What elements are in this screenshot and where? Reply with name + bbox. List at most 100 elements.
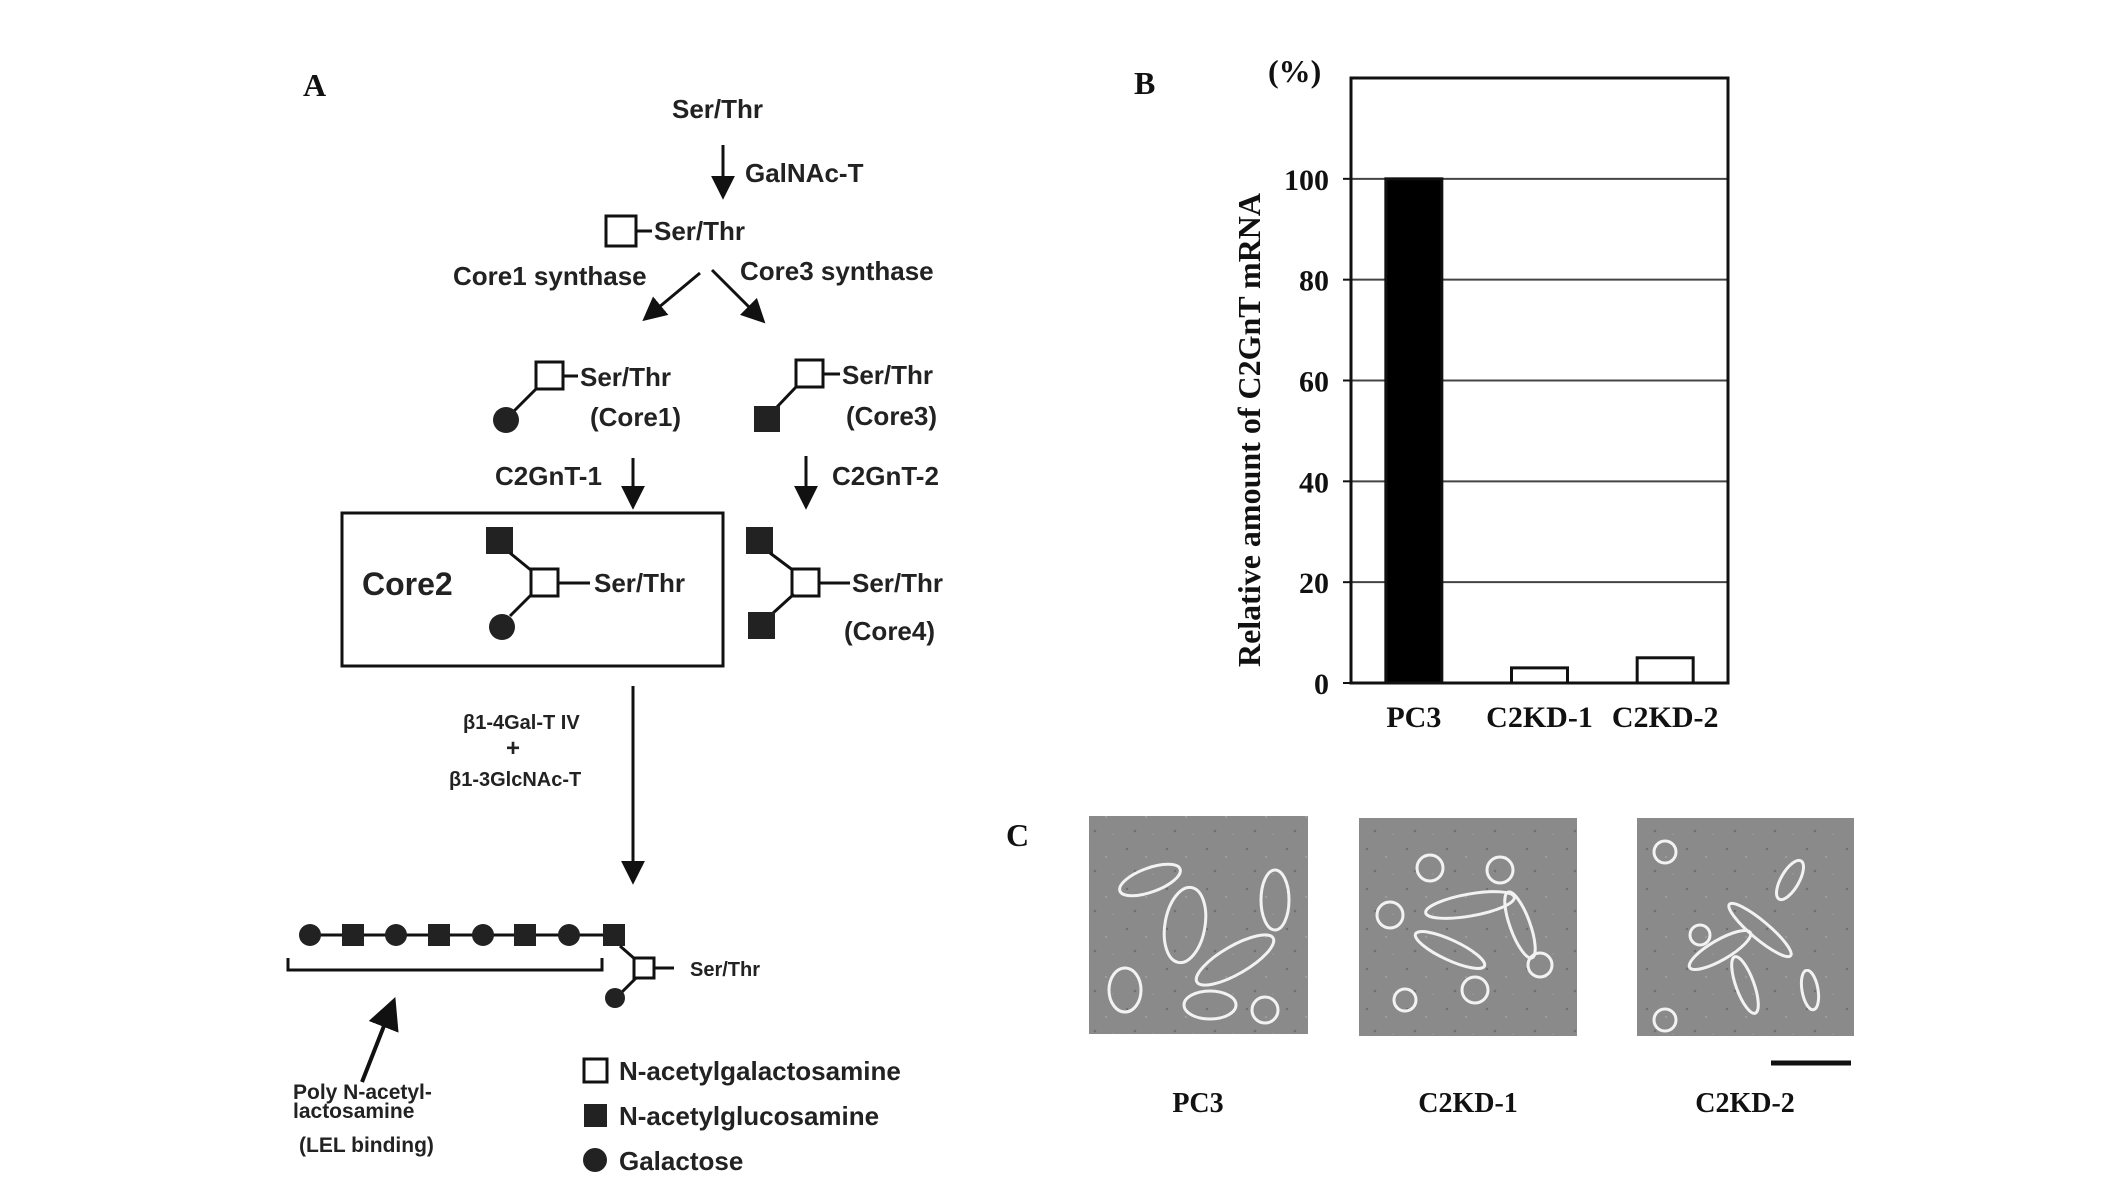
core3-glcnac-linkage	[774, 385, 798, 410]
y-tick-label: 60	[1299, 366, 1329, 399]
core3-name-label: (Core3)	[846, 401, 937, 431]
x-category-label-c2kd-1: C2KD-1	[1486, 701, 1593, 734]
legend-galactose-label: Galactose	[619, 1146, 743, 1176]
c2gnt1-label: C2GnT-1	[495, 461, 602, 491]
y-tick-label: 20	[1299, 567, 1329, 600]
core4-bottom-glcnac-square	[748, 612, 775, 639]
legend-galnac-symbol	[582, 1057, 609, 1084]
y-tick-label: 80	[1299, 265, 1329, 298]
chain-glcnac-1	[342, 924, 364, 946]
core1-gal-linkage	[510, 387, 538, 415]
micrograph-pc3-cells	[1107, 862, 1291, 1025]
y-tick-label: 0	[1314, 668, 1329, 701]
x-category-labels: PC3 C2KD-1 C2KD-2	[1386, 701, 1718, 734]
chain-glcnac-4	[603, 924, 625, 946]
core1-glycan	[493, 360, 578, 433]
x-category-label-c2kd-2: C2KD-2	[1612, 701, 1719, 734]
core2-galactose-circle	[489, 614, 515, 640]
glcnac-t-enzyme-label: β1-3GlcNAc-T	[449, 769, 581, 791]
micrograph-c2kd2-image	[1637, 818, 1854, 1036]
core2-glycan	[486, 527, 590, 640]
micrograph-c2kd2-cells	[1652, 839, 1821, 1033]
poly-bracket	[286, 958, 604, 972]
core3-glycan	[754, 358, 840, 432]
core3-arrow	[710, 268, 766, 324]
panel-b: B (%) Relative amount of C2GnT mRNA 0204…	[1134, 53, 1730, 734]
plot-area-frame	[1349, 76, 1730, 685]
panel-label-c: C	[1006, 817, 1029, 853]
tn-site-label: Ser/Thr	[654, 216, 745, 246]
chain-glcnac-3	[514, 924, 536, 946]
core1-site-label: Ser/Thr	[580, 362, 671, 392]
micrograph-c2kd1-cells	[1375, 853, 1554, 1013]
gal-t-enzyme-label: β1-4Gal-T IV	[463, 712, 580, 734]
chain-glcnac-2	[428, 924, 450, 946]
panel-label-a: A	[303, 67, 326, 103]
glycan-legend: N-acetylgalactosamine N-acetylglucosamin…	[582, 1056, 901, 1176]
poly-label-line3: (LEL binding)	[299, 1134, 434, 1157]
panel-a: A Ser/Thr GalNAc-T Ser/Thr Core1 synthas…	[286, 67, 943, 1176]
core3-site-label: Ser/Thr	[842, 360, 933, 390]
legend-galnac-label: N-acetylgalactosamine	[619, 1056, 901, 1086]
poly-pointer-arrow	[360, 997, 399, 1083]
core4-top-glcnac-square	[746, 527, 773, 554]
micrograph-pc3	[1089, 816, 1308, 1034]
core1-galactose-circle	[493, 407, 519, 433]
y-axis-title: Relative amount of C2GnT mRNA	[1231, 193, 1267, 667]
core4-site-label: Ser/Thr	[852, 568, 943, 598]
chain-galactose-4	[558, 924, 580, 946]
micrograph-label-c2kd2: C2KD-2	[1695, 1088, 1795, 1119]
core2-galnac-square	[529, 567, 560, 598]
legend-galactose-symbol	[583, 1148, 607, 1172]
chain-galactose-branch	[605, 988, 625, 1008]
galnac-t-label: GalNAc-T	[745, 158, 864, 188]
core2-highlight-box	[340, 511, 725, 668]
core2-gal-linkage	[508, 592, 534, 618]
micrograph-label-c2kd1: C2KD-1	[1418, 1088, 1518, 1119]
core4-top-linkage	[769, 551, 795, 573]
bar-c2kd-2	[1635, 656, 1695, 685]
chain-gal-linkage	[618, 976, 638, 996]
poly-site-label: Ser/Thr	[690, 959, 760, 981]
bar-c2kd-1	[1510, 666, 1569, 685]
poly-label-line1: Poly N-acetyl-	[293, 1081, 432, 1104]
core4-glycan	[746, 527, 850, 639]
core1-galnac-square	[534, 360, 565, 391]
x-category-label-pc3: PC3	[1386, 701, 1441, 734]
y-tick-labels: 0 20 40 60 80 100	[1284, 164, 1351, 701]
y-unit-label: (%)	[1268, 53, 1321, 89]
core2-site-label: Ser/Thr	[594, 568, 685, 598]
micrograph-c2kd1	[1359, 818, 1577, 1036]
core2-glcnac-square	[486, 527, 513, 554]
bar-series	[1384, 177, 1695, 685]
legend-glcnac-symbol	[584, 1104, 607, 1127]
chain-galactose-3	[472, 924, 494, 946]
micrograph-label-pc3: PC3	[1172, 1088, 1223, 1119]
panel-c: C	[1006, 816, 1854, 1119]
poly-label-line2: lactosamine	[293, 1100, 414, 1123]
core1-synthase-label: Core1 synthase	[453, 261, 647, 291]
y-tick-label: 40	[1299, 466, 1329, 499]
core2-glcnac-linkage	[509, 551, 533, 573]
chain-galnac-square	[632, 956, 656, 980]
core3-galnac-square	[794, 358, 825, 389]
core4-bottom-linkage	[770, 592, 796, 616]
y-tick-label: 100	[1284, 164, 1329, 197]
poly-lacnac-chain	[299, 924, 674, 1008]
start-site-label: Ser/Thr	[672, 94, 763, 124]
core3-synthase-label: Core3 synthase	[740, 256, 934, 286]
core2-label: Core2	[362, 566, 453, 602]
chain-galactose-2	[385, 924, 407, 946]
plus-sign: +	[506, 735, 520, 762]
core4-name-label: (Core4)	[844, 616, 935, 646]
micrograph-c2kd2	[1637, 818, 1854, 1036]
core1-arrow	[642, 271, 701, 322]
core4-galnac-square	[790, 567, 821, 598]
c2gnt2-label: C2GnT-2	[832, 461, 939, 491]
chain-galactose-1	[299, 924, 321, 946]
legend-glcnac-label: N-acetylglucosamine	[619, 1101, 879, 1131]
tn-galnac-square	[604, 214, 638, 248]
bar-pc3	[1384, 177, 1444, 685]
core3-glcnac-square	[754, 406, 780, 432]
